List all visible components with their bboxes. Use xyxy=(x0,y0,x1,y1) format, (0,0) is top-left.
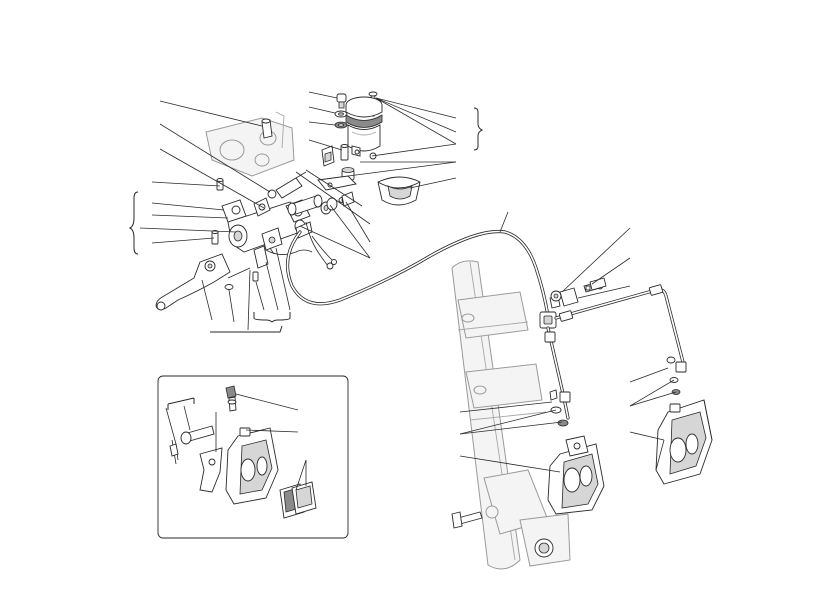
brake-lever xyxy=(155,253,231,311)
master-cylinder-reservoir xyxy=(340,96,383,161)
feed-hose xyxy=(267,171,307,199)
inset-caliper xyxy=(225,427,279,505)
reservoir-guard xyxy=(377,176,421,206)
brake-light-switch xyxy=(224,221,337,290)
leader-lines xyxy=(139,91,677,491)
left-brake-pipe xyxy=(544,285,591,427)
reservoir-seal xyxy=(317,167,357,204)
reservoir-clip xyxy=(321,145,335,167)
reservoir-washer xyxy=(334,110,348,129)
handlebar-clamp xyxy=(205,111,295,177)
master-cylinder-hose xyxy=(285,229,550,318)
bleed-valve xyxy=(225,385,237,412)
left-brake-caliper xyxy=(547,435,605,515)
caliper-bolt xyxy=(451,277,607,529)
braces xyxy=(128,107,484,410)
fork-leg xyxy=(451,260,571,570)
pad-pin xyxy=(169,425,215,465)
brake-pads xyxy=(279,481,317,519)
right-brake-caliper xyxy=(655,399,713,485)
pad-spring xyxy=(199,447,223,493)
